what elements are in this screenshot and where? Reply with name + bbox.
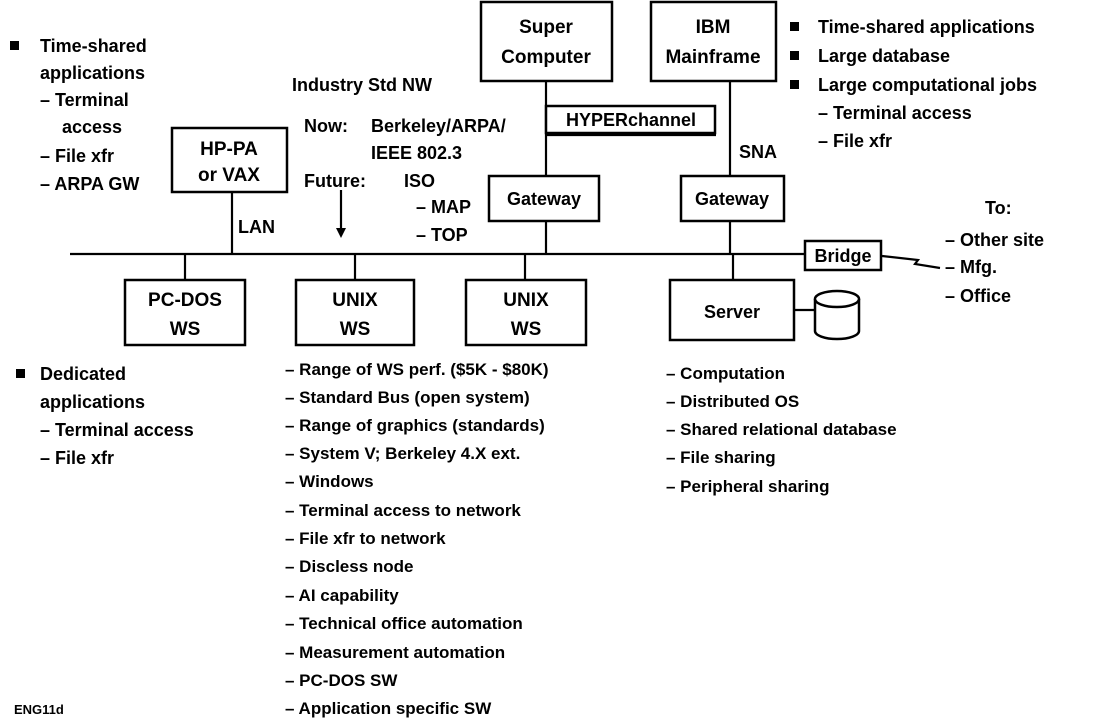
ibm-label-1: IBM xyxy=(696,17,731,38)
gateway-right-label: Gateway xyxy=(695,189,769,209)
now-label: Now: xyxy=(304,116,348,136)
to-item-other-site: – Other site xyxy=(945,230,1044,250)
unix-feature-item: – Terminal access to network xyxy=(285,501,521,520)
disk-storage-icon xyxy=(813,289,861,341)
future-item-map: – MAP xyxy=(416,197,471,217)
unix-feature-item: – AI capability xyxy=(285,586,399,605)
server-features-list: – Computation – Distributed OS – Shared … xyxy=(666,364,897,496)
unix-feature-item: – Standard Bus (open system) xyxy=(285,388,530,407)
unix-ws-2-label-1: UNIX xyxy=(503,290,549,311)
bottom-left-sub-1: – Terminal access xyxy=(40,420,194,440)
server-feature-item: – Shared relational database xyxy=(666,420,897,439)
bridge-label: Bridge xyxy=(814,246,871,266)
top-left-line-2: applications xyxy=(40,63,145,83)
top-right-bullet-1: Time-shared applications xyxy=(818,17,1035,37)
now-value-1: Berkeley/ARPA/ xyxy=(371,116,506,136)
future-item-top: – TOP xyxy=(416,225,468,245)
bullet-square xyxy=(790,80,799,89)
bullet-square xyxy=(790,22,799,31)
top-right-sub-1: – Terminal access xyxy=(818,103,972,123)
server-feature-item: – File sharing xyxy=(666,448,776,467)
server-feature-item: – Peripheral sharing xyxy=(666,477,829,496)
hyperchannel-label: HYPERchannel xyxy=(566,110,696,130)
top-left-sub-4: – ARPA GW xyxy=(40,174,139,194)
top-left-sub-2: access xyxy=(62,117,122,137)
pc-dos-box xyxy=(123,278,247,347)
super-computer-label-1: Super xyxy=(519,17,573,38)
hp-pa-label-1: HP-PA xyxy=(200,139,258,160)
top-left-sub-1: – Terminal xyxy=(40,90,129,110)
top-left-line-1: Time-shared xyxy=(40,36,147,56)
super-computer-box xyxy=(479,0,614,83)
unix-feature-item: – PC-DOS SW xyxy=(285,671,398,690)
unix-feature-item: – Measurement automation xyxy=(285,643,505,662)
top-right-bullet-2: Large database xyxy=(818,46,950,66)
pc-dos-label-2: WS xyxy=(170,319,201,340)
pc-dos-label-1: PC-DOS xyxy=(148,290,222,311)
hyperchannel-box xyxy=(544,104,717,135)
unix-features-list: – Range of WS perf. ($5K - $80K) – Stand… xyxy=(285,360,549,718)
unix-feature-item: – System V; Berkeley 4.X ext. xyxy=(285,444,520,463)
future-arrow-head xyxy=(336,228,346,238)
hp-pa-label-2: or VAX xyxy=(198,165,260,186)
server-feature-item: – Computation xyxy=(666,364,785,383)
unix-feature-item: – Application specific SW xyxy=(285,699,492,718)
unix-ws-2-box xyxy=(464,278,588,347)
unix-ws-1-label-1: UNIX xyxy=(332,290,378,311)
unix-feature-item: – Range of WS perf. ($5K - $80K) xyxy=(285,360,549,379)
gateway-left-box xyxy=(487,174,601,223)
to-item-mfg: – Mfg. xyxy=(945,257,997,277)
unix-feature-item: – Windows xyxy=(285,472,374,491)
sna-label: SNA xyxy=(739,142,777,162)
gateway-left-label: Gateway xyxy=(507,189,581,209)
unix-feature-item: – Technical office automation xyxy=(285,614,523,633)
bullet-square xyxy=(790,51,799,60)
top-right-sub-2: – File xfr xyxy=(818,131,892,151)
unix-feature-item: – File xfr to network xyxy=(285,529,446,548)
bottom-left-line-1: Dedicated xyxy=(40,364,126,384)
unix-feature-item: – Range of graphics (standards) xyxy=(285,416,545,435)
gateway-right-box xyxy=(679,174,786,223)
hp-pa-box xyxy=(170,126,289,194)
server-box xyxy=(668,278,796,342)
top-right-bullet-3: Large computational jobs xyxy=(818,75,1037,95)
unix-feature-item: – Discless node xyxy=(285,557,414,576)
bullet-square xyxy=(16,369,25,378)
super-computer-label-2: Computer xyxy=(501,47,591,68)
future-label: Future: xyxy=(304,171,366,191)
bottom-left-line-2: applications xyxy=(40,392,145,412)
ibm-label-2: Mainframe xyxy=(665,47,760,68)
bullet-square xyxy=(10,41,19,50)
ibm-mainframe-box xyxy=(649,0,778,83)
footer-code: ENG11d xyxy=(14,702,64,717)
unix-ws-1-box xyxy=(294,278,416,347)
industry-std-heading: Industry Std NW xyxy=(292,75,432,95)
bridge-box xyxy=(803,239,883,272)
lan-label: LAN xyxy=(238,217,275,237)
bottom-left-sub-2: – File xfr xyxy=(40,448,114,468)
top-left-sub-3: – File xfr xyxy=(40,146,114,166)
unix-ws-2-label-2: WS xyxy=(511,319,542,340)
server-label: Server xyxy=(704,302,760,322)
to-heading: To: xyxy=(985,198,1012,218)
unix-ws-1-label-2: WS xyxy=(340,319,371,340)
future-value: ISO xyxy=(404,171,435,191)
to-item-office: – Office xyxy=(945,286,1011,306)
server-feature-item: – Distributed OS xyxy=(666,392,799,411)
now-value-2: IEEE 802.3 xyxy=(371,143,462,163)
bridge-to-link xyxy=(881,254,941,270)
